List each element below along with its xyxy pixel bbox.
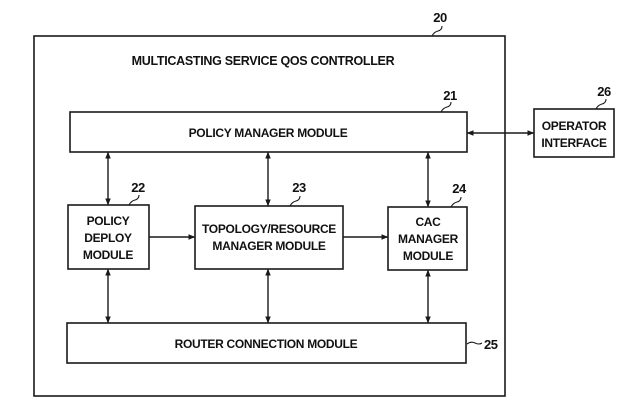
router-connection-module: ROUTER CONNECTION MODULE 25 [67, 323, 498, 363]
topology-resource-box [195, 206, 343, 269]
cac-manager-label-line3: MODULE [403, 249, 453, 263]
operator-interface: OPERATOR INTERFACE 26 [534, 84, 614, 157]
policy-deploy-ref-label: 22 [131, 180, 145, 195]
topology-resource-label-line1: TOPOLOGY/RESOURCE [202, 222, 336, 236]
controller-ref-label: 20 [433, 10, 447, 25]
cac-manager-ref-label: 24 [452, 181, 467, 196]
controller-ref-leader [432, 26, 442, 36]
operator-interface-label-line1: OPERATOR [542, 119, 607, 133]
policy-deploy-label-line2: DEPLOY [84, 231, 132, 245]
router-connection-ref-label: 25 [484, 337, 498, 352]
policy-manager-label: POLICY MANAGER MODULE [189, 126, 348, 140]
policy-deploy-label-line3: MODULE [83, 248, 133, 262]
policy-manager-ref-label: 21 [443, 88, 457, 103]
cac-manager-label-line1: CAC [415, 215, 441, 229]
controller-title: MULTICASTING SERVICE QOS CONTROLLER [132, 54, 395, 68]
topology-resource-ref-label: 23 [292, 180, 306, 195]
router-connection-label: ROUTER CONNECTION MODULE [175, 337, 358, 351]
topology-resource-label-line2: MANAGER MODULE [212, 239, 325, 253]
cac-manager-label-line2: MANAGER [398, 232, 459, 246]
operator-interface-ref-leader [596, 99, 606, 109]
operator-interface-label-line2: INTERFACE [541, 136, 607, 150]
operator-interface-ref-label: 26 [597, 84, 611, 99]
policy-deploy-label-line1: POLICY [87, 214, 130, 228]
